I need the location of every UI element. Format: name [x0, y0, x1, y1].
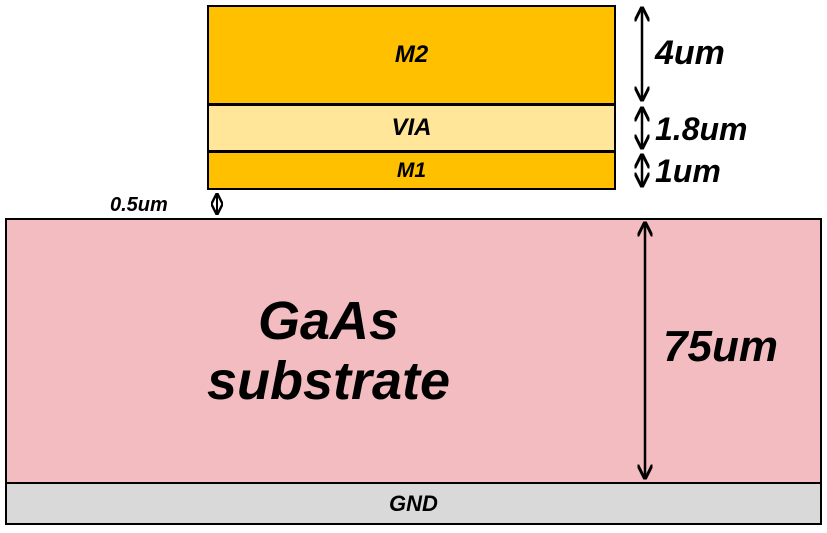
substrate-label-line2: substrate — [206, 351, 451, 411]
m1-layer: M1 — [207, 151, 616, 190]
gnd-label: GND — [389, 490, 438, 516]
substrate-label-line1: GaAs — [257, 290, 400, 351]
m1-thickness-label: 1um — [655, 153, 721, 189]
ground-layer: GND — [5, 482, 822, 525]
m2-layer: M2 — [207, 5, 616, 105]
substrate-thickness-label: 75um — [663, 322, 778, 371]
via-label: VIA — [391, 114, 432, 141]
m2-label: M2 — [394, 41, 429, 68]
via-thickness-label: 1.8um — [655, 111, 748, 147]
substrate-label: GaAs substrate — [207, 291, 450, 412]
gap-thickness-label: 0.5um — [110, 194, 168, 216]
m1-label: M1 — [396, 158, 427, 182]
m2-thickness-label: 4um — [655, 34, 725, 72]
